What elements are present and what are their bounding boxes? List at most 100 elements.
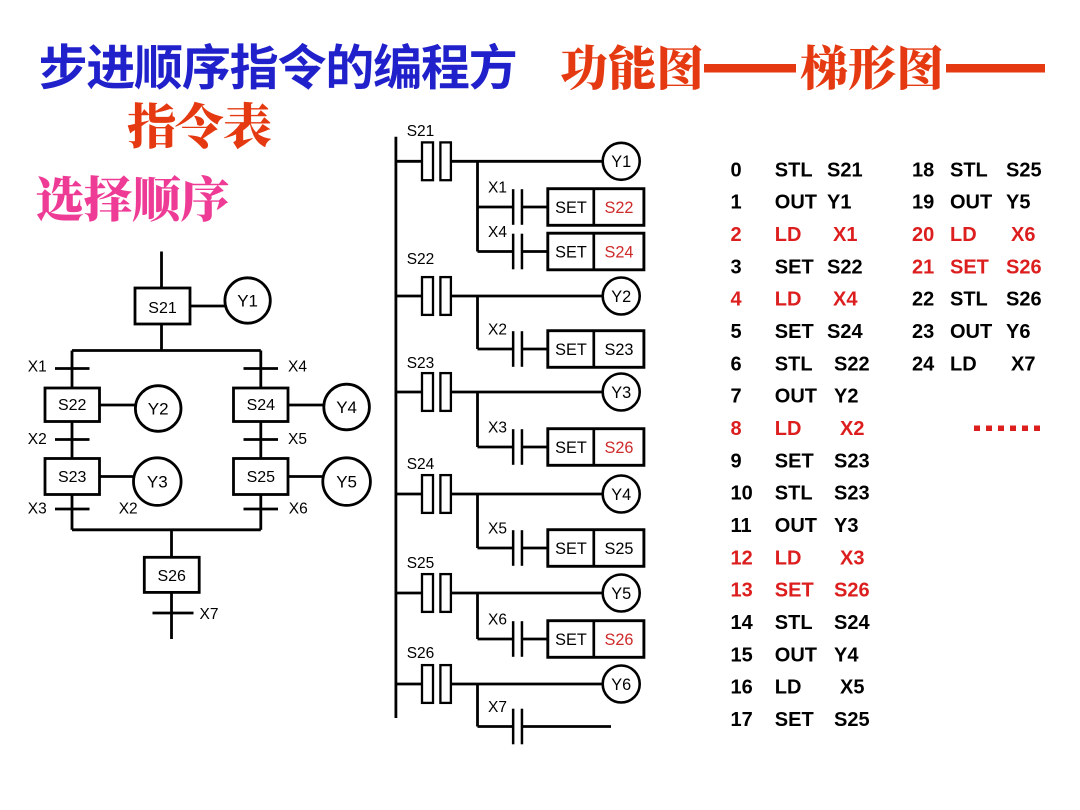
svg-text:Y4: Y4 bbox=[336, 398, 357, 417]
svg-text:14: 14 bbox=[731, 612, 754, 634]
svg-text:S25: S25 bbox=[407, 555, 435, 572]
svg-text:X7: X7 bbox=[1011, 353, 1035, 375]
svg-text:LD: LD bbox=[775, 418, 802, 440]
svg-text:5: 5 bbox=[731, 321, 742, 343]
svg-text:S23: S23 bbox=[605, 341, 634, 359]
svg-text:X6: X6 bbox=[488, 612, 507, 629]
svg-text:STL: STL bbox=[950, 159, 988, 181]
svg-text:9: 9 bbox=[731, 450, 742, 472]
svg-text:SET: SET bbox=[555, 199, 587, 217]
svg-text:LD: LD bbox=[950, 224, 977, 246]
svg-text:Y1: Y1 bbox=[827, 192, 851, 214]
svg-text:OUT: OUT bbox=[775, 192, 817, 214]
svg-text:S21: S21 bbox=[827, 159, 863, 181]
svg-text:STL: STL bbox=[775, 612, 813, 634]
svg-text:STL: STL bbox=[775, 353, 813, 375]
svg-text:LD: LD bbox=[775, 677, 802, 699]
svg-text:S25: S25 bbox=[247, 469, 276, 486]
svg-text:Y5: Y5 bbox=[336, 472, 357, 491]
svg-text:Y5: Y5 bbox=[611, 585, 631, 603]
svg-text:S24: S24 bbox=[407, 456, 435, 473]
svg-text:23: 23 bbox=[912, 321, 934, 343]
svg-text:S23: S23 bbox=[834, 450, 870, 472]
svg-text:6: 6 bbox=[731, 353, 742, 375]
svg-text:0: 0 bbox=[731, 159, 742, 181]
svg-text:LD: LD bbox=[950, 353, 977, 375]
svg-text:19: 19 bbox=[912, 192, 934, 214]
svg-text:S22: S22 bbox=[407, 251, 435, 268]
svg-text:8: 8 bbox=[731, 418, 742, 440]
svg-text:LD: LD bbox=[775, 547, 802, 569]
svg-text:SET: SET bbox=[775, 709, 814, 731]
svg-text:SET: SET bbox=[555, 631, 587, 649]
svg-text:OUT: OUT bbox=[950, 321, 992, 343]
svg-text:Y3: Y3 bbox=[611, 384, 631, 402]
svg-text:Y4: Y4 bbox=[611, 486, 631, 504]
svg-text:S23: S23 bbox=[407, 355, 435, 372]
svg-text:STL: STL bbox=[950, 289, 988, 311]
svg-text:X3: X3 bbox=[28, 501, 47, 518]
svg-text:X2: X2 bbox=[28, 431, 47, 448]
svg-text:Y3: Y3 bbox=[834, 515, 858, 537]
svg-text:S26: S26 bbox=[407, 645, 435, 662]
svg-text:SET: SET bbox=[775, 580, 814, 602]
svg-text:Y2: Y2 bbox=[148, 399, 169, 418]
svg-text:X3: X3 bbox=[488, 420, 507, 437]
svg-text:X4: X4 bbox=[288, 359, 307, 376]
svg-text:2: 2 bbox=[731, 224, 742, 246]
svg-text:S25: S25 bbox=[605, 540, 634, 558]
svg-text:Y4: Y4 bbox=[834, 644, 859, 666]
svg-text:S22: S22 bbox=[834, 353, 870, 375]
svg-text:S26: S26 bbox=[605, 631, 634, 649]
svg-text:16: 16 bbox=[731, 677, 753, 699]
svg-text:OUT: OUT bbox=[775, 644, 817, 666]
svg-text:S21: S21 bbox=[407, 123, 435, 140]
svg-text:X4: X4 bbox=[488, 224, 507, 241]
svg-text:S21: S21 bbox=[148, 300, 177, 317]
svg-text:Y6: Y6 bbox=[1006, 321, 1030, 343]
svg-text:13: 13 bbox=[731, 580, 753, 602]
svg-text:10: 10 bbox=[731, 483, 753, 505]
svg-text:12: 12 bbox=[731, 547, 753, 569]
svg-text:OUT: OUT bbox=[950, 192, 992, 214]
svg-text:X1: X1 bbox=[28, 359, 47, 376]
svg-text:X5: X5 bbox=[488, 521, 507, 538]
svg-text:SET: SET bbox=[775, 256, 814, 278]
svg-text:Y1: Y1 bbox=[237, 291, 258, 310]
svg-text:3: 3 bbox=[731, 256, 742, 278]
svg-text:X2: X2 bbox=[488, 322, 507, 339]
svg-text:SET: SET bbox=[775, 321, 814, 343]
svg-text:Y1: Y1 bbox=[611, 153, 631, 171]
svg-text:SET: SET bbox=[555, 439, 587, 457]
svg-text:18: 18 bbox=[912, 159, 934, 181]
svg-text:S23: S23 bbox=[58, 469, 87, 486]
svg-text:17: 17 bbox=[731, 709, 753, 731]
svg-text:STL: STL bbox=[775, 159, 813, 181]
svg-text:S23: S23 bbox=[834, 483, 870, 505]
svg-text:22: 22 bbox=[912, 289, 934, 311]
svg-text:SET: SET bbox=[950, 256, 989, 278]
svg-text:S24: S24 bbox=[605, 244, 634, 262]
svg-text:LD: LD bbox=[775, 224, 802, 246]
svg-text:SET: SET bbox=[775, 450, 814, 472]
svg-text:X7: X7 bbox=[200, 606, 219, 623]
svg-text:21: 21 bbox=[912, 256, 934, 278]
svg-text:S26: S26 bbox=[834, 580, 870, 602]
svg-text:24: 24 bbox=[912, 353, 935, 375]
svg-text:X4: X4 bbox=[833, 289, 858, 311]
svg-text:STL: STL bbox=[775, 483, 813, 505]
svg-text:OUT: OUT bbox=[775, 515, 817, 537]
svg-text:X2: X2 bbox=[840, 418, 864, 440]
svg-text:OUT: OUT bbox=[775, 386, 817, 408]
svg-text:S26: S26 bbox=[157, 568, 186, 585]
svg-text:X6: X6 bbox=[1011, 224, 1035, 246]
svg-text:1: 1 bbox=[731, 192, 742, 214]
svg-text:S26: S26 bbox=[605, 439, 634, 457]
svg-text:X5: X5 bbox=[840, 677, 864, 699]
svg-text:S25: S25 bbox=[834, 709, 870, 731]
svg-text:X7: X7 bbox=[488, 699, 507, 716]
svg-text:S26: S26 bbox=[1006, 256, 1042, 278]
svg-text:S25: S25 bbox=[1006, 159, 1042, 181]
svg-text:SET: SET bbox=[555, 341, 587, 359]
svg-text:X2: X2 bbox=[119, 501, 138, 518]
